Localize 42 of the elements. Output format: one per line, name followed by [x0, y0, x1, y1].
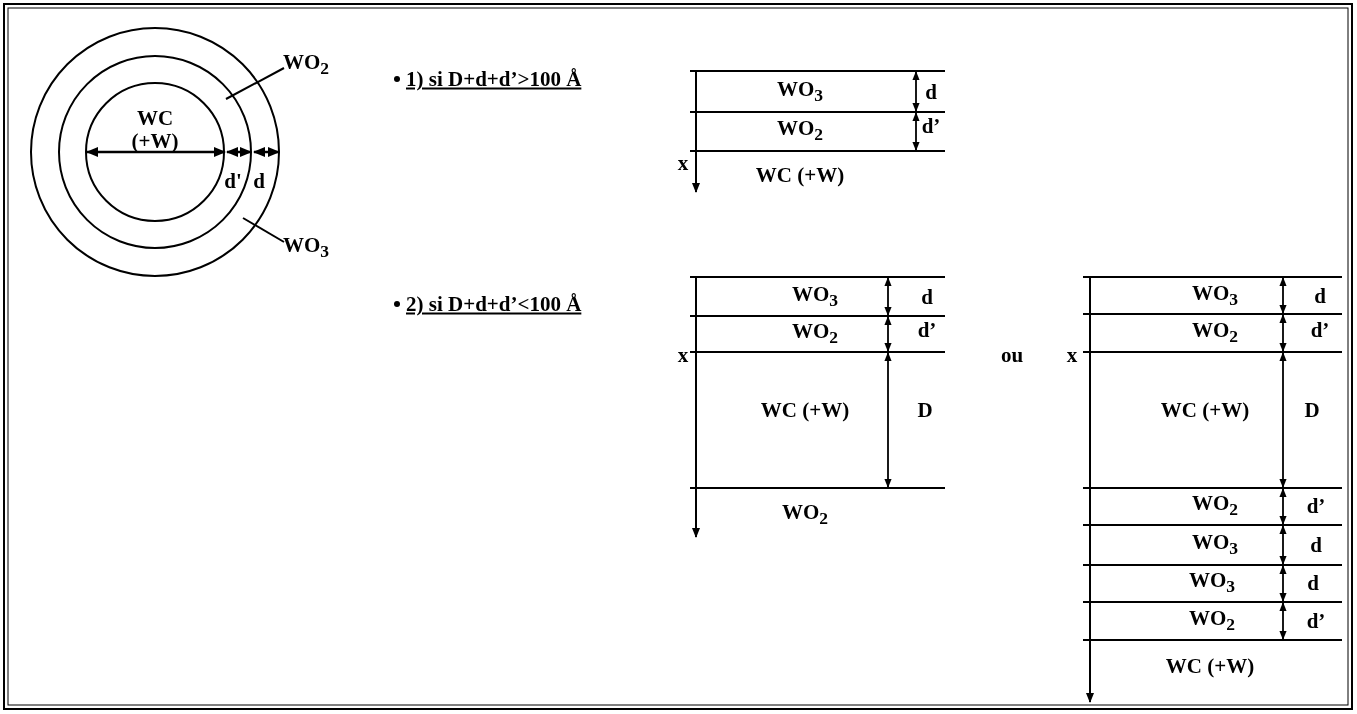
dimension-label: d’: [1310, 319, 1330, 341]
middle-ring: [58, 55, 252, 249]
layer-label: WO$_{2}$: [781, 502, 829, 528]
layer-label: WO$_{2}$: [282, 52, 330, 78]
core-circle: WC (+W): [85, 82, 225, 222]
layer-label: WO$_{2}$: [791, 321, 839, 347]
dimension-label: d: [253, 170, 265, 192]
dimension-label: D: [917, 399, 933, 421]
layer-label: WO$_{2}$: [776, 118, 824, 144]
layer-label: WO$_{2}$: [1191, 493, 1239, 519]
dimension-label: d: [925, 81, 937, 103]
layer-label: WC (+W): [1160, 399, 1250, 421]
layer-label: WO$_{2}$: [1191, 320, 1239, 346]
dimension-label: d’: [917, 319, 937, 341]
layer-label: WO$_{2}$: [1188, 608, 1236, 634]
axis-label: x: [677, 152, 689, 174]
layer-label: WO$_{3}$: [1188, 570, 1236, 596]
layer-label: WO$_{3}$: [1191, 532, 1239, 558]
layer-label: WC (+W): [760, 399, 850, 421]
condition-heading: 1) si D+d+d’>100 Å: [406, 68, 582, 90]
leader-line: [242, 217, 285, 243]
axis-label: x: [1066, 344, 1078, 366]
dimension-label: d: [921, 286, 933, 308]
axis-label: x: [677, 344, 689, 366]
layer-label: WO$_{3}$: [1191, 283, 1239, 309]
leader-line: [225, 67, 285, 100]
dimension-label: d’: [1306, 495, 1326, 517]
dimension-label: d: [1310, 534, 1322, 556]
layer-label: WO$_{3}$: [282, 235, 330, 261]
outer-ring: [30, 27, 280, 277]
dimension-label: d': [224, 170, 242, 192]
dimension-label: d’: [1306, 610, 1326, 632]
layer-label: WC (+W): [755, 164, 845, 186]
dimension-label: d: [1314, 285, 1326, 307]
dimension-label: D: [1304, 399, 1320, 421]
dimension-label: d’: [921, 115, 941, 137]
layer-label: WO$_{3}$: [791, 284, 839, 310]
layer-label: WC (+W): [1165, 655, 1255, 677]
condition-heading: 2) si D+d+d’<100 Å: [406, 293, 582, 315]
dimension-label: d: [1307, 572, 1319, 594]
conjunction-text: ou: [1000, 344, 1024, 366]
layer-label: WO$_{3}$: [776, 79, 824, 105]
